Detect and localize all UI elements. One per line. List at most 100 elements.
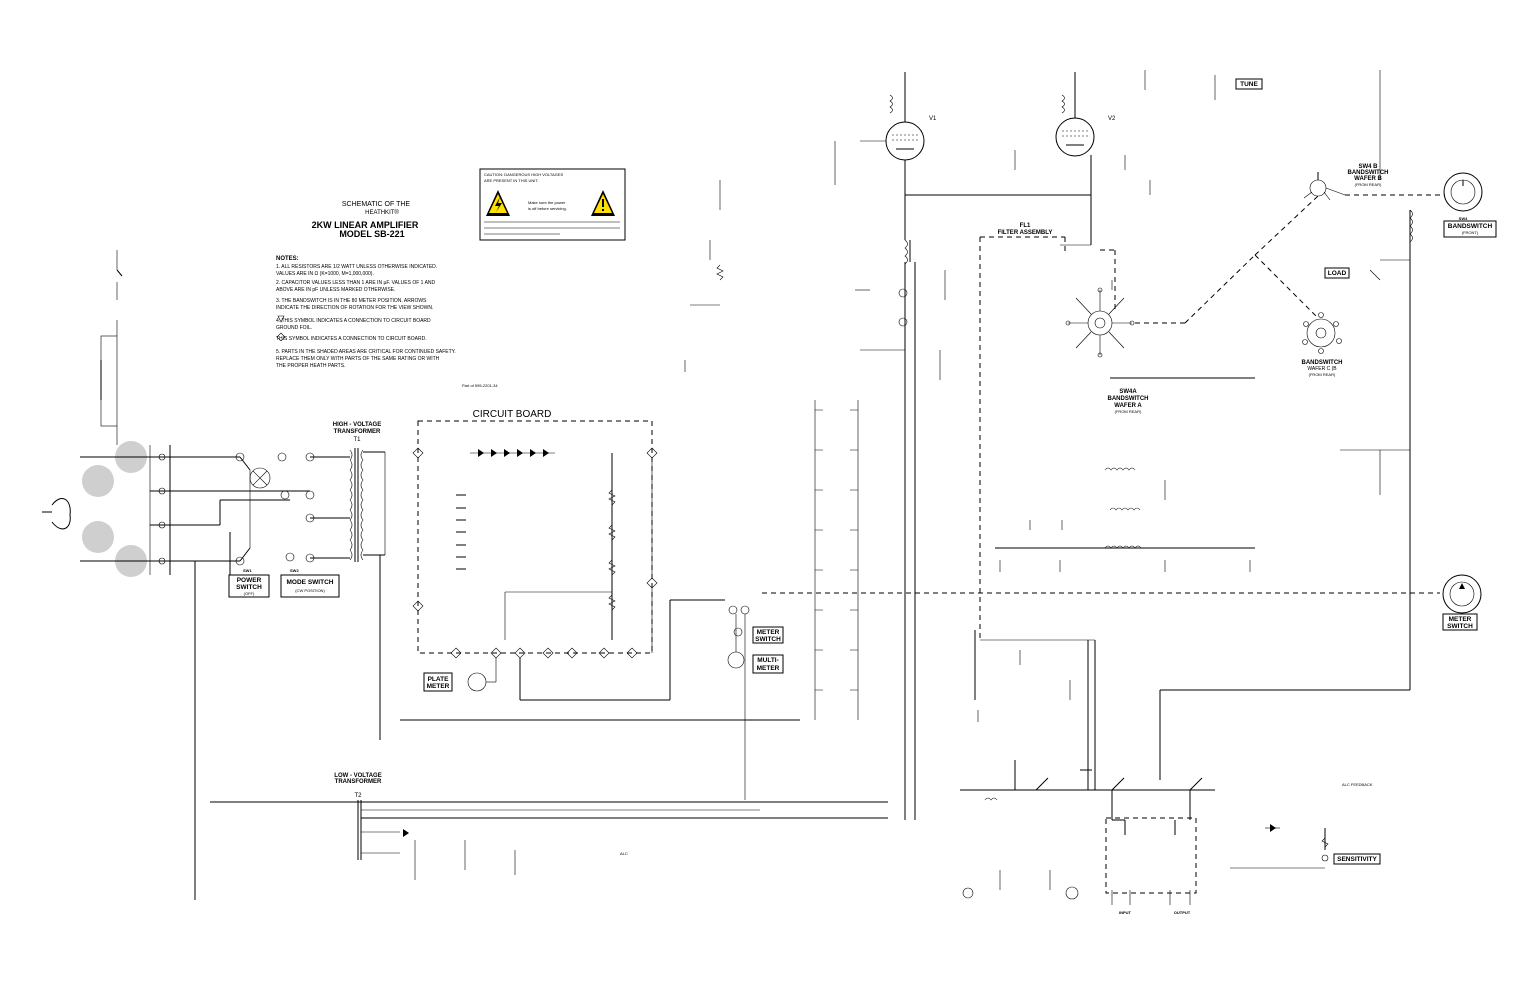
warning-line-2: ARE PRESENT IN THIS UNIT. (484, 178, 539, 183)
mode-switch-label-2: (CW POSITION) (295, 588, 325, 593)
note-5a: 5. PARTS IN THE SHADED AREAS ARE CRITICA… (276, 349, 456, 355)
power-switch-label-1: POWER (237, 577, 262, 584)
note-2a: 2. CAPACITOR VALUES LESS THAN 1 ARE IN µ… (276, 280, 436, 286)
bandswitch-box[interactable] (1443, 220, 1497, 238)
title-line-3: 2KW LINEAR AMPLIFIER (312, 220, 419, 230)
switch-area: SW1 POWER SWITCH (OFF) SW2 MODE SWITCH (… (194, 452, 350, 900)
tank-circuit (995, 70, 1413, 780)
alc-label: ALC (620, 851, 628, 856)
relay-section: INPUT OUTPUT (960, 640, 1215, 915)
sw4-label: SW4 (1459, 216, 1468, 221)
note-3b: INDICATE THE DIRECTION OF ROTATION FOR T… (276, 305, 433, 311)
meter-switch-box-mid[interactable] (752, 626, 784, 644)
note-3a: 3. THE BANDSWITCH IS IN THE 80 METER POS… (276, 298, 427, 304)
plate-circuit (860, 194, 1092, 820)
plate-meter-box[interactable] (423, 672, 453, 692)
wafer-a-icon (1087, 310, 1113, 336)
multimeter-box[interactable] (752, 654, 784, 674)
lv-transformer-label-1: LOW - VOLTAGE (334, 773, 381, 779)
high-voltage-warning: CAUTION: DANGEROUS HIGH VOLTAGES ARE PRE… (479, 168, 626, 241)
circuit-board-label: CIRCUIT BOARD (473, 409, 552, 420)
power-switch-label-3: (OFF) (244, 591, 255, 596)
meter-switch-label-2: SWITCH (1447, 623, 1473, 630)
warning-line-4: is off before servicing. (528, 206, 567, 211)
bandswitch-wafer-b: SW4 B BANDSWITCH WAFER B (FROM REAR) (1303, 164, 1389, 201)
hv-transformer-label-2: TRANSFORMER (334, 429, 381, 435)
mode-switch-label-1: MODE SWITCH (287, 579, 334, 586)
sw4b-label-2: BANDSWITCH (1348, 170, 1389, 176)
note-1a: 1. ALL RESISTORS ARE 1/2 WATT UNLESS OTH… (276, 264, 437, 270)
bandswitch-wafer-a: SW4A BANDSWITCH WAFER A (FROM REAR) (1065, 280, 1149, 414)
ground-foil-symbol-icon (277, 315, 285, 323)
meter-switch-label-1: METER (1449, 616, 1472, 623)
tube-v1: V1 (834, 72, 937, 200)
plate-meter-icon (467, 672, 487, 692)
sw4b-label-3: WAFER B (1354, 176, 1382, 182)
sw2-label: SW2 (290, 568, 299, 573)
v2-label: V2 (1108, 116, 1116, 122)
misc-components (684, 70, 1251, 771)
sw4b-label-1: SW4 B (1358, 164, 1378, 170)
bandswitch-wafer-c: BANDSWITCH WAFER C (B (FROM REAR) (1302, 312, 1343, 377)
title-block: SCHEMATIC OF THE HEATHKIT® 2KW LINEAR AM… (312, 201, 419, 239)
warning-line-1: CAUTION: DANGEROUS HIGH VOLTAGES (484, 172, 564, 177)
sensitivity-area: ALC FEEDBACK SENSITIVITY (1230, 782, 1381, 869)
note-4b: GROUND FOIL. (276, 325, 312, 331)
shaded-part-2 (82, 465, 114, 497)
bandswitch-label-2: (FRONT) (1462, 230, 1479, 235)
diode-row (470, 449, 555, 457)
note-4a: 4. THIS SYMBOL INDICATES A CONNECTION TO… (276, 318, 431, 324)
mode-switch-box[interactable] (280, 574, 340, 598)
bandswitch-shaft (1100, 194, 1445, 324)
bandswitch-knob: SW4 BANDSWITCH (FRONT) (1443, 172, 1497, 238)
multimeter-label-2: METER (757, 665, 780, 672)
relay-box (1105, 817, 1197, 894)
sensitivity-label: SENSITIVITY (1337, 856, 1377, 863)
plate-meter-label-2: METER (427, 683, 450, 690)
wafer-c-label-2: WAFER C (B (1307, 366, 1337, 372)
tube-v1-icon (885, 121, 925, 161)
notes-block: NOTES: 1. ALL RESISTORS ARE 1/2 WATT UNL… (276, 256, 498, 388)
board-connection-symbol-icon (276, 332, 286, 342)
note-2b: ABOVE ARE IN pF UNLESS MARKED OTHERWISE. (276, 287, 395, 293)
sw4a-label-1: SW4A (1119, 389, 1137, 395)
ac-input-section (42, 250, 240, 577)
load-box[interactable] (1324, 267, 1350, 279)
meter-switch-mid-1: METER (757, 629, 780, 636)
tube-v2-icon (1055, 117, 1095, 157)
circuit-board: CIRCUIT BOARD (400, 409, 800, 721)
meter-switch-knob-icon[interactable] (1442, 574, 1482, 614)
title-line-2: HEATHKIT® (365, 209, 399, 216)
power-switch-label-2: SWITCH (236, 584, 262, 591)
lv-transformer-label-2: TRANSFORMER (335, 779, 382, 785)
multimeter-icon (727, 651, 745, 669)
multimeter-label-1: MULTI- (757, 657, 779, 664)
lv-transformer: LOW - VOLTAGE TRANSFORMER T2 (210, 773, 888, 880)
sensitivity-box[interactable] (1333, 853, 1381, 865)
part-number: Part of 595-2201-34 (462, 383, 498, 388)
circuit-board-outline (417, 420, 653, 654)
t1-label: T1 (353, 437, 361, 443)
hv-transformer-label-1: HIGH - VOLTAGE (333, 422, 381, 428)
jack-icon (1065, 886, 1079, 900)
warning-line-3: Make sure the power (528, 200, 566, 205)
output-label: OUTPUT (1174, 910, 1191, 915)
v1-label: V1 (929, 116, 937, 122)
alc-feedback-label: ALC FEEDBACK (1342, 782, 1373, 787)
tune-box[interactable] (1235, 78, 1263, 90)
input-label: INPUT (1119, 910, 1132, 915)
meter-switch-mid: METER SWITCH MULTI- METER (727, 605, 784, 800)
wafer-c-label-1: BANDSWITCH (1302, 360, 1343, 366)
sw4a-label-3: WAFER A (1114, 403, 1142, 409)
title-line-4: MODEL SB-221 (339, 229, 404, 239)
title-line-1: SCHEMATIC OF THE (342, 201, 411, 208)
note-4c: THIS SYMBOL INDICATES A CONNECTION TO CI… (276, 336, 427, 342)
note-5b: REPLACE THEM ONLY WITH PARTS OF THE SAME… (276, 356, 440, 362)
bandswitch-knob-icon[interactable] (1443, 172, 1483, 212)
power-switch-box[interactable] (228, 574, 270, 598)
sw1-label: SW1 (243, 568, 252, 573)
filter-assembly: FL1 FILTER ASSEMBLY (974, 223, 1095, 700)
hv-transformer: HIGH - VOLTAGE TRANSFORMER T1 (333, 422, 386, 740)
meter-switch-box[interactable] (1442, 613, 1478, 631)
